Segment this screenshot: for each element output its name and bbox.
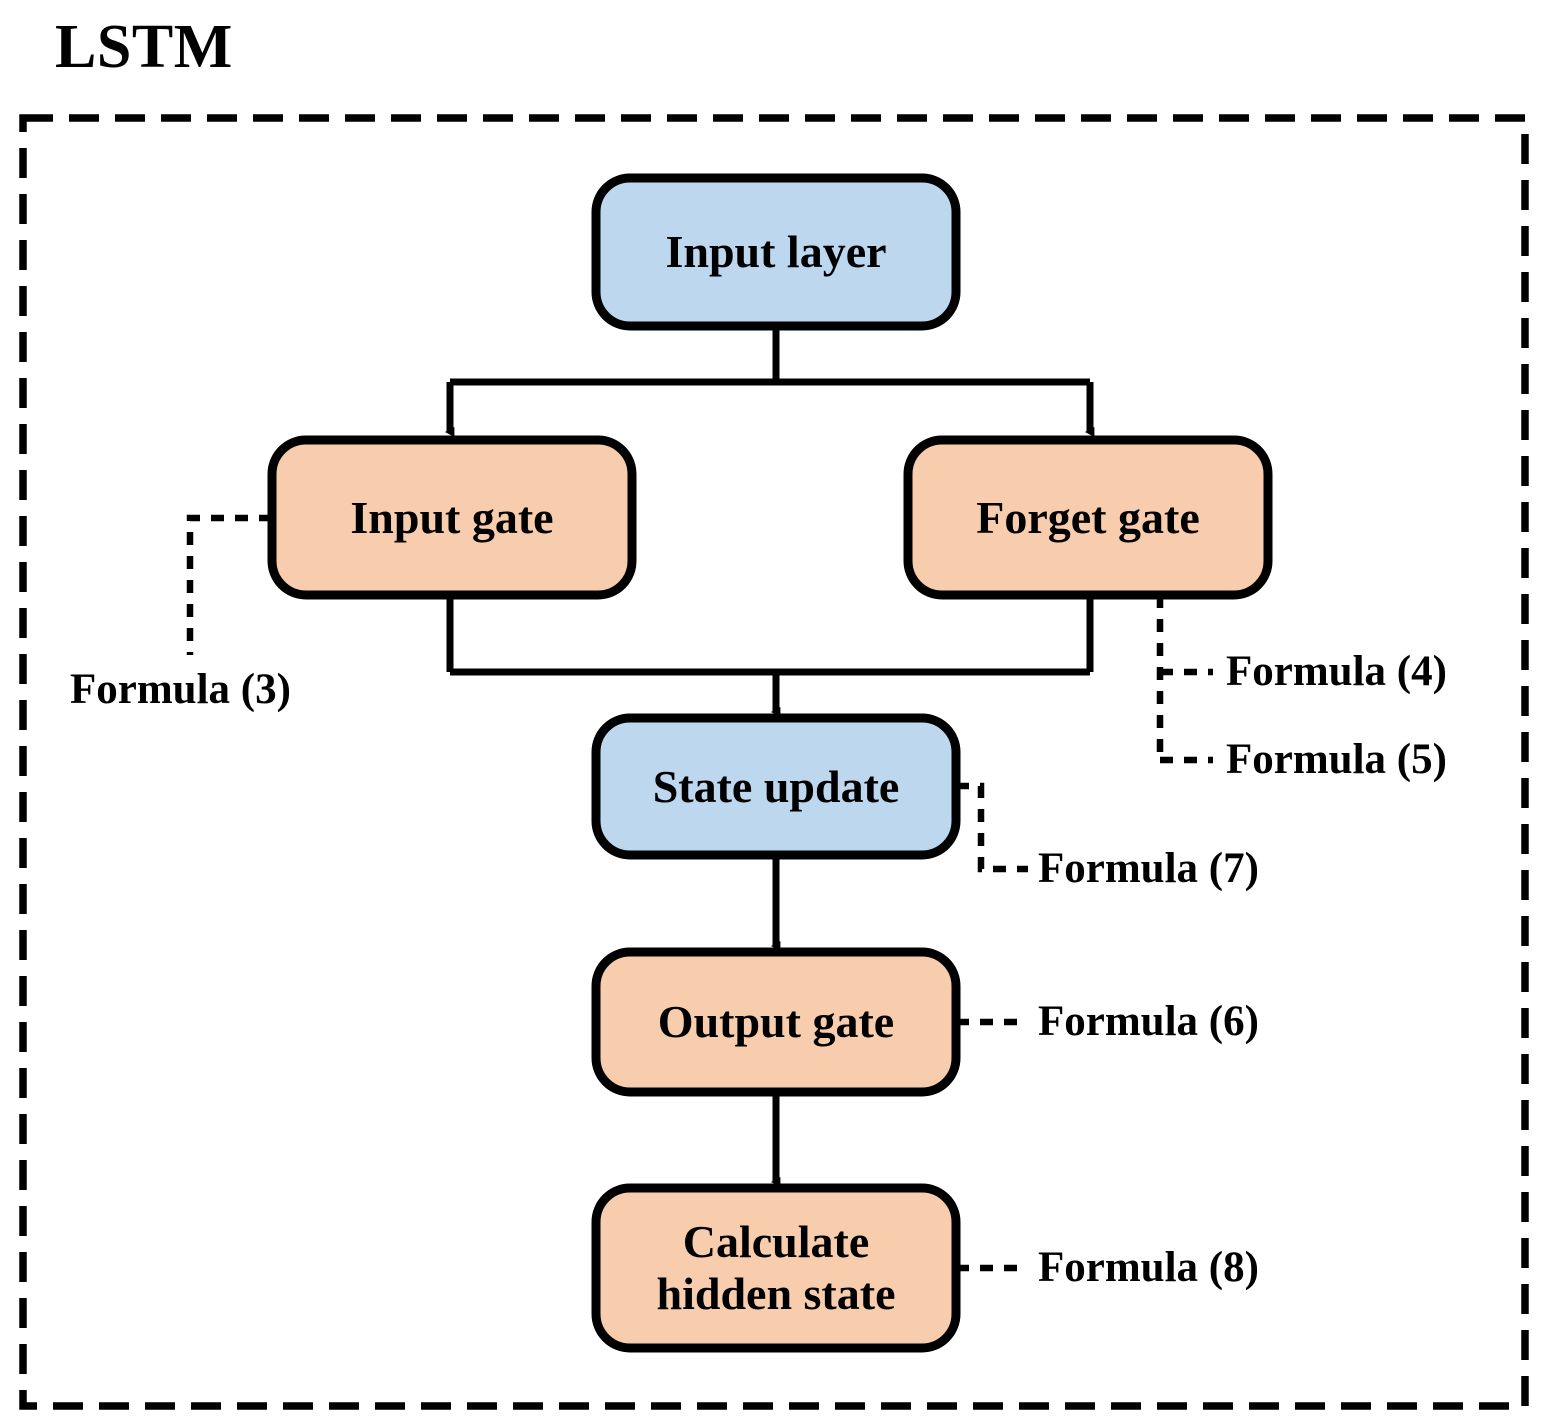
annotation-formula-6: Formula (6): [1038, 998, 1259, 1045]
annotation-formula-7: Formula (7): [1038, 845, 1259, 892]
annotation-formula-3: Formula (3): [70, 666, 291, 713]
node-box-input-gate: [267, 435, 637, 600]
node-box-forget-gate: [903, 435, 1273, 600]
node-box-calculate-hidden: [591, 1183, 961, 1353]
leader-formula-3: [186, 514, 272, 655]
diagram-title: LSTM: [55, 13, 233, 81]
annotation-formula-5: Formula (5): [1226, 736, 1447, 783]
leader-formula-7: [956, 782, 1028, 873]
dashed-container-border: [19, 114, 1529, 1410]
node-box-state-update: [591, 713, 961, 860]
node-box-input-layer: [591, 173, 961, 331]
annotation-formula-8: Formula (8): [1038, 1244, 1259, 1291]
annotation-formula-4: Formula (4): [1226, 648, 1447, 695]
node-box-output-gate: [591, 947, 961, 1097]
